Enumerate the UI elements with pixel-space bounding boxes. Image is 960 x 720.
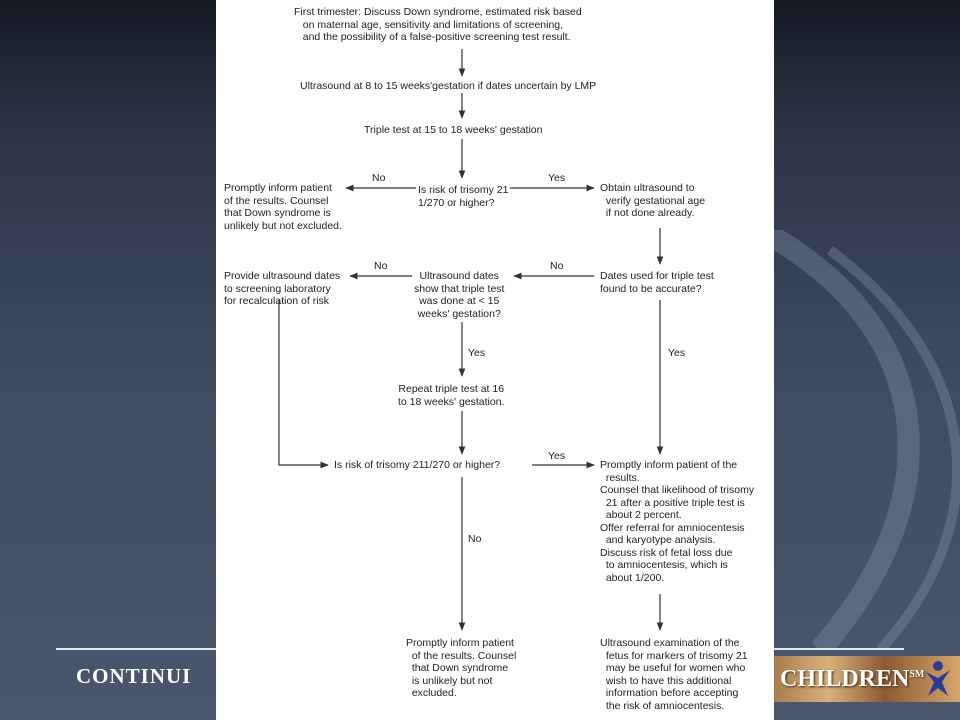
outcome-inform-1: Promptly inform patient of the results. … [224, 182, 342, 232]
step-obtain-ultrasound: Obtain ultrasound to verify gestational … [600, 182, 706, 219]
arrow-provide-to-decision [278, 300, 329, 469]
step-ultrasound-dates: Ultrasound at 8 to 15 weeks'gestation if… [300, 80, 597, 92]
label-no-3: No [374, 260, 388, 272]
label-yes-1: Yes [548, 172, 566, 184]
person-figure-icon [926, 661, 950, 696]
step-repeat-test: Repeat triple test at 16 to 18 weeks' ge… [398, 383, 505, 408]
children-logo: CHILDRENSM [772, 656, 960, 702]
step-ultrasound-exam: Ultrasound examination of the fetus for … [600, 637, 748, 712]
label-yes-4: Yes [548, 450, 566, 462]
label-yes-2: Yes [668, 347, 686, 359]
decision-risk-2: Is risk of trisomy 211/270 or higher? [334, 459, 501, 471]
label-no-1: No [372, 172, 386, 184]
step-first-trimester: First trimester: Discuss Down syndrome, … [294, 6, 582, 43]
step-triple-test: Triple test at 15 to 18 weeks' gestation [364, 124, 543, 136]
outcome-inform-2: Promptly inform patient of the results. … [406, 637, 517, 699]
decision-dates-accurate: Dates used for triple test found to be a… [600, 270, 714, 295]
background-swoosh-decoration [754, 230, 960, 650]
flowchart-connectors [278, 49, 664, 631]
outcome-positive: Promptly inform patient of the results. … [600, 459, 755, 584]
logo-wordmark: CHILDRENSM [780, 666, 925, 692]
step-provide-dates: Provide ultrasound dates to screening la… [224, 270, 341, 307]
decision-ultrasound-show: Ultrasound dates show that triple test w… [414, 270, 505, 320]
decision-risk-1: Is risk of trisomy 21 1/270 or higher? [418, 184, 509, 209]
footer-continue-text: CONTINUI [76, 664, 192, 688]
flowchart-page: First trimester: Discuss Down syndrome, … [216, 0, 774, 720]
label-no-2: No [550, 260, 564, 272]
label-no-4: No [468, 533, 482, 545]
label-yes-3: Yes [468, 347, 486, 359]
